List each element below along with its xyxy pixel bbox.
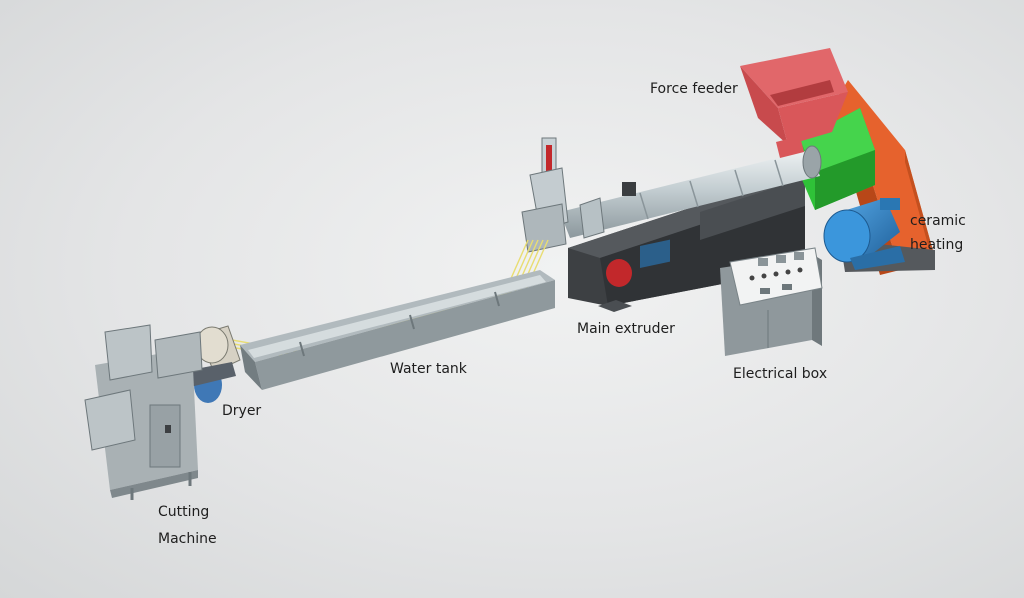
label-dryer: Dryer: [222, 403, 262, 419]
label-water-tank: Water tank: [390, 361, 467, 377]
die-head: [521, 137, 569, 253]
ceramic-heating-motor: [823, 198, 905, 270]
extruder-barrel: [560, 145, 822, 239]
label-force-feeder: Force feeder: [650, 81, 738, 97]
label-main-extruder: Main extruder: [577, 321, 675, 337]
label-ceramic-heating-line2: heating: [910, 237, 964, 253]
water-tank: [240, 270, 555, 390]
electrical-box: [720, 247, 823, 356]
label-ceramic-heating-line1: ceramic: [910, 213, 966, 229]
label-cutting-machine-line1: Cutting: [158, 504, 210, 520]
cutting-machine: [84, 324, 203, 500]
label-cutting-machine-line2: Machine: [158, 531, 217, 547]
dryer: [180, 325, 241, 403]
force-feeder: [740, 48, 848, 158]
label-electrical-box: Electrical box: [733, 366, 828, 382]
